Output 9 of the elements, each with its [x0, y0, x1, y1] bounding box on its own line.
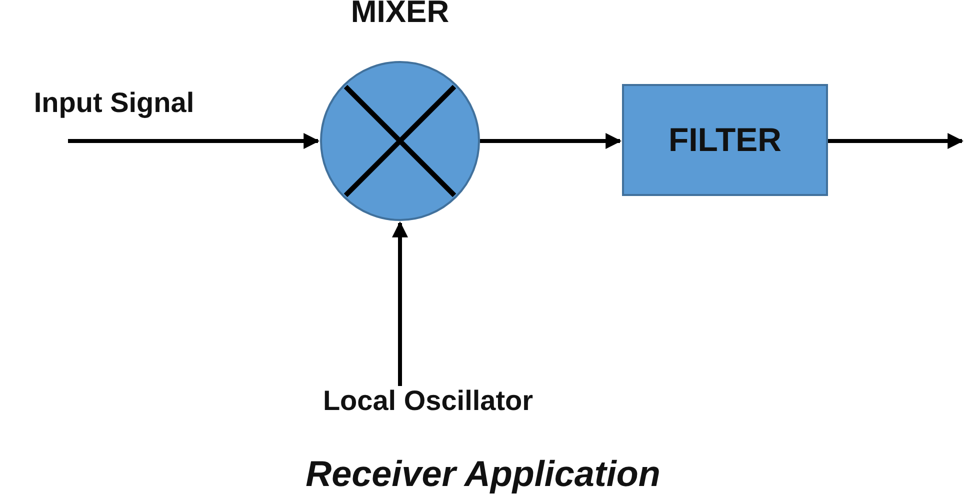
node-heading: MIXER — [350, 0, 450, 30]
arrow — [68, 133, 320, 149]
signal-label: Input Signal — [34, 88, 194, 119]
arrow — [828, 133, 964, 149]
caption: Receiver Application — [304, 454, 662, 494]
signal-label: Local Oscillator — [322, 386, 534, 417]
process-box: FILTER — [622, 84, 828, 196]
arrow — [480, 133, 622, 149]
arrow — [392, 221, 408, 386]
